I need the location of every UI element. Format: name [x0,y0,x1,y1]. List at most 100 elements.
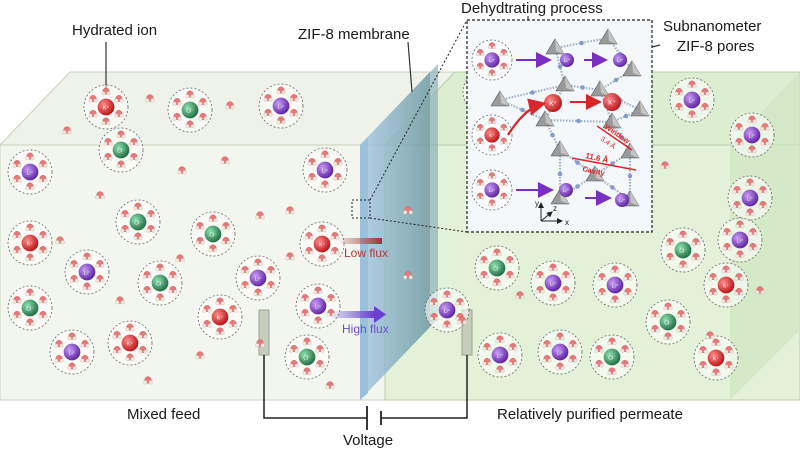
li-dehydrated-ion: Li⁺ [613,53,627,67]
water-molecule [88,95,98,103]
li-hydrated-ion: Li⁺ [471,169,513,211]
water-molecule [665,238,675,246]
water-molecule [185,120,195,129]
k-ion-core [717,276,735,294]
water-molecule [508,343,518,351]
water-molecule [38,231,48,239]
water-molecule [54,355,64,363]
free-water-molecules [55,94,765,390]
cl-hydrated-ion: Cl⁻ [7,285,53,331]
water-molecule [476,124,485,131]
k-ion-core [211,308,229,326]
li-hydrated-ion: Li⁺ [258,83,304,129]
li-hydrated-ion: Li⁺ [530,260,576,306]
permeate-label: Relatively purified permeate [497,406,683,423]
water-molecule [142,271,152,279]
water-molecule [69,260,79,268]
water-molecule [276,86,286,95]
water-molecule [326,309,336,317]
water-molecule [482,343,492,351]
water-molecule [54,340,64,348]
cl-hydrated-ion: Cl⁻ [115,199,161,245]
water-molecule [172,98,182,106]
k-ion-core [484,127,500,143]
water-molecule [202,305,212,313]
water-molecule [266,266,276,274]
water-molecule [198,98,208,106]
membrane-label: ZIF-8 membrane [298,26,410,43]
cl-ion-symbol: Cl⁻ [303,355,311,361]
water-molecule [333,158,343,166]
water-molecule [198,113,208,121]
cl-ion-symbol: Cl⁻ [664,320,672,326]
k-hydrated-ion: K⁺ [197,294,243,340]
water-molecule [561,286,571,294]
li-hydrated-ion: Li⁺ [295,283,341,329]
svg-text:Li⁺: Li⁺ [619,198,626,204]
water-molecule [499,62,508,70]
high-flux-arrow [330,306,386,323]
low-flux-label: Low flux [344,246,389,260]
svg-text:Li⁺: Li⁺ [617,58,624,64]
water-molecule [515,291,525,300]
svg-text:K⁺: K⁺ [608,100,616,107]
water-molecule [548,293,558,302]
li-ion-symbol: Li⁺ [489,188,496,193]
water-molecule [168,286,178,294]
window-dimension [596,125,633,151]
li-ion-core [743,126,761,144]
cl-hydrated-ion: Cl⁻ [660,227,706,273]
k-ion-core [21,234,39,252]
water-molecule [457,316,467,325]
water-molecule [650,325,660,333]
water-molecule [101,87,111,96]
cl-ion-core [488,259,506,277]
water-molecule [705,331,715,340]
water-molecule [568,355,578,363]
water-molecule [760,123,770,131]
li-hydrated-ion: Li⁺ [537,329,583,375]
water-molecule [289,109,299,117]
cl-ion-symbol: Cl⁻ [493,266,501,272]
li-ion-core [484,182,500,198]
water-molecule [38,246,48,254]
cl-ion-core [129,213,147,231]
water-molecule [735,250,745,259]
water-molecule [115,296,125,305]
svg-text:K⁺: K⁺ [549,101,557,108]
water-molecule [607,367,617,376]
k-path-arrow-1 [507,98,547,136]
water-molecule [120,225,130,233]
cl-ion-core [181,101,199,119]
water-molecule [12,311,22,319]
water-molecule [711,368,721,377]
water-molecule [116,160,126,169]
cl-ion-symbol: Cl⁻ [186,108,194,114]
water-molecule [505,271,515,279]
water-molecule [138,331,148,339]
water-molecule [114,95,124,103]
water-molecule [215,297,225,306]
li-ion-symbol: Li⁺ [749,133,756,139]
water-molecule [760,138,770,146]
water-molecule [146,225,156,233]
k-ion-core [707,349,725,367]
water-molecule [650,310,660,318]
water-molecule [25,318,35,327]
water-molecule [95,191,105,200]
water-molecule [623,273,633,281]
k-hydrated-ion: K⁺ [107,320,153,366]
water-molecule [665,253,675,261]
water-molecule [208,244,218,253]
water-molecule [747,115,757,124]
water-molecule [476,179,485,186]
li-ion-symbol: Li⁺ [322,168,329,174]
water-molecule [620,360,630,368]
cl-ion-symbol: Cl⁻ [608,355,616,361]
li-ion-core [63,343,81,361]
water-molecule [594,360,604,368]
cl-hydrated-ion: Cl⁻ [98,127,144,173]
k-ion-symbol: K⁺ [27,241,33,247]
water-molecule [80,340,90,348]
water-molecule [307,158,317,166]
